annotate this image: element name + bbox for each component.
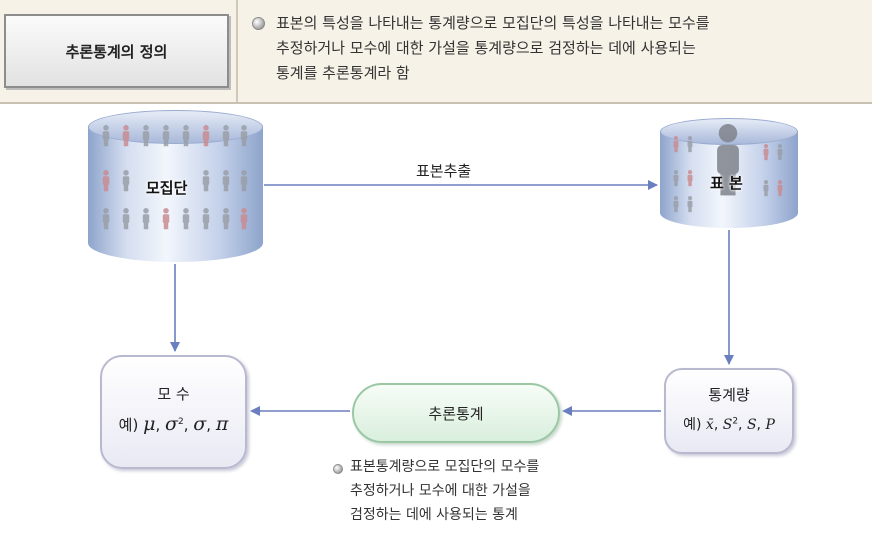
bullet-icon (252, 17, 265, 30)
person-icon (687, 170, 693, 187)
person-icon (142, 208, 150, 230)
statistic-s: S (746, 417, 757, 433)
person-icon (763, 144, 769, 161)
sampling-label: 표본추출 (416, 162, 472, 180)
parameter-sigma: σ (193, 413, 207, 435)
person-icon (673, 196, 679, 213)
person-icon (222, 125, 230, 147)
inference-note: 표본통계량으로 모집단의 모수를 추정하거나 모수에 대한 가설을 검정하는 데… (350, 455, 610, 527)
person-icon (102, 125, 110, 147)
note-line-2: 추정하거나 모수에 대한 가설을 (350, 483, 531, 499)
person-icon (240, 208, 248, 230)
person-icon (222, 208, 230, 230)
definition-title-box: 추론통계의 정의 (4, 14, 229, 88)
statistic-s-squared: S (722, 417, 733, 433)
person-icon (240, 170, 248, 192)
person-icon (240, 125, 248, 147)
person-icon (102, 208, 110, 230)
parameter-box: 모 수 예) μ, σ2, σ, π (100, 355, 247, 469)
parameter-pi: π (215, 413, 229, 435)
person-icon (122, 125, 130, 147)
person-icon (202, 170, 210, 192)
parameter-example-prefix: 예) (118, 416, 139, 434)
person-icon (763, 180, 769, 197)
bullet-icon (333, 464, 343, 474)
person-icon (687, 196, 693, 213)
statistic-box: 통계량 예) x̄, S2, S, P (664, 368, 794, 454)
sample-cylinder: 표 본 (660, 118, 798, 228)
statistic-x-bar: x̄ (705, 417, 714, 433)
banner-divider (236, 0, 238, 102)
person-icon (122, 170, 130, 192)
person-icon (162, 125, 170, 147)
person-icon (142, 125, 150, 147)
person-icon (202, 208, 210, 230)
population-people-icons (102, 125, 248, 230)
definition-text: 표본의 특성을 나타내는 통계량으로 모집단의 특성을 나타내는 모수를 추정하… (276, 11, 856, 86)
statistic-example-prefix: 예) (683, 417, 702, 433)
person-icon (182, 125, 190, 147)
definition-line-2: 추정하거나 모수에 대한 가설을 통계량으로 검정하는 데에 사용되는 (276, 39, 696, 57)
person-icon (162, 208, 170, 230)
person-icon (222, 170, 230, 192)
parameter-mu: μ (143, 413, 156, 435)
person-icon (777, 144, 783, 161)
inference-box: 추론통계 (352, 383, 560, 443)
parameter-title: 모 수 (157, 385, 190, 403)
person-icon (777, 180, 783, 197)
person-icon (182, 208, 190, 230)
definition-title: 추론통계의 정의 (65, 42, 168, 61)
statistic-p: P (765, 417, 775, 433)
person-icon (122, 208, 130, 230)
person-icon (202, 125, 210, 147)
population-cylinder: 모집단 (88, 110, 263, 262)
person-icon (687, 136, 693, 153)
note-line-3: 검정하는 데에 사용되는 통계 (350, 507, 518, 523)
person-icon (673, 170, 679, 187)
definition-line-1: 표본의 특성을 나타내는 통계량으로 모집단의 특성을 나타내는 모수를 (276, 14, 710, 32)
inference-label: 추론통계 (428, 404, 484, 423)
statistic-example: 예) x̄, S2, S, P (683, 416, 775, 433)
person-icon (102, 170, 110, 192)
parameter-sigma-squared: σ (165, 413, 178, 435)
note-line-1: 표본통계량으로 모집단의 모수를 (350, 459, 540, 475)
parameter-example: 예) μ, σ2, σ, π (118, 413, 229, 435)
large-person-icon (717, 124, 739, 196)
population-label: 모집단 (146, 179, 188, 197)
sample-label: 표 본 (710, 174, 743, 192)
statistic-title: 통계량 (708, 386, 750, 404)
person-icon (673, 136, 679, 153)
definition-line-3: 통계를 추론통계라 함 (276, 64, 410, 82)
sample-people-icons (673, 124, 783, 213)
